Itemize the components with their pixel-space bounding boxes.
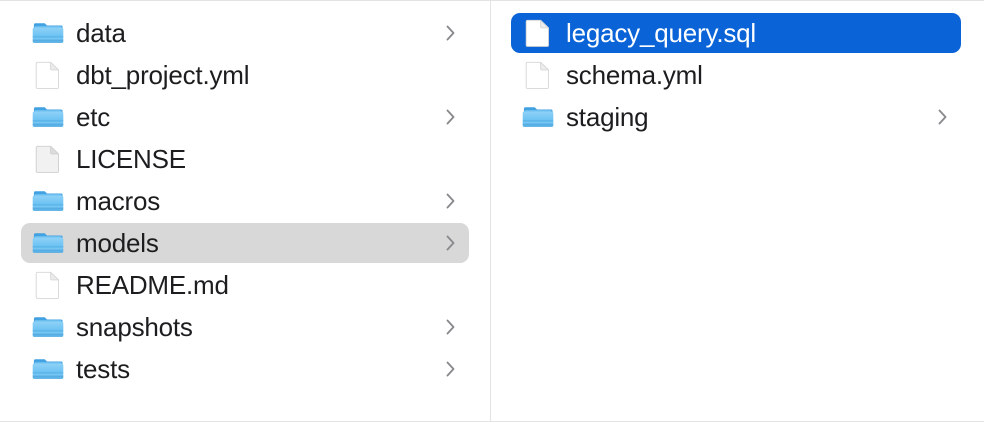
file-name-label: LICENSE [76, 144, 186, 174]
chevron-right-icon [445, 107, 457, 127]
folder-name-label: staging [566, 102, 649, 132]
folder-icon [32, 354, 64, 384]
file-row[interactable]: README.md [21, 265, 469, 305]
folder-icon [522, 102, 554, 132]
finder-column-parent[interactable]: data dbt_project.yml etc LICENS [0, 1, 491, 421]
chevron-right-icon-glyph [446, 25, 455, 41]
file-row[interactable]: dbt_project.yml [21, 55, 469, 95]
folder-icon-glyph [32, 317, 64, 337]
folder-name-label: macros [76, 186, 161, 216]
folder-icon-glyph [32, 107, 64, 127]
document-gray-icon [32, 144, 64, 174]
chevron-right-icon-glyph [446, 319, 455, 335]
folder-icon-glyph [32, 23, 64, 43]
folder-row[interactable]: staging [511, 97, 961, 137]
folder-icon [32, 312, 64, 342]
chevron-right-icon-glyph [446, 193, 455, 209]
folder-icon-glyph [32, 359, 64, 379]
folder-row[interactable]: models [21, 223, 469, 263]
document-icon [522, 60, 554, 90]
folder-icon [32, 228, 64, 258]
file-name-label: schema.yml [566, 60, 703, 90]
document-icon-glyph [35, 145, 59, 173]
chevron-right-icon-glyph [938, 109, 947, 125]
document-icon-glyph [525, 19, 549, 47]
folder-row[interactable]: etc [21, 97, 469, 137]
chevron-right-icon [445, 191, 457, 211]
file-row[interactable]: LICENSE [21, 139, 469, 179]
folder-row[interactable]: macros [21, 181, 469, 221]
folder-icon [32, 102, 64, 132]
folder-row[interactable]: tests [21, 349, 469, 389]
folder-name-label: etc [76, 102, 111, 132]
document-icon [32, 60, 64, 90]
folder-icon-glyph [522, 107, 554, 127]
document-icon [522, 18, 554, 48]
chevron-right-icon [445, 23, 457, 43]
chevron-right-icon [445, 233, 457, 253]
chevron-right-icon-glyph [446, 109, 455, 125]
chevron-right-icon [445, 359, 457, 379]
document-icon-glyph [525, 61, 549, 89]
chevron-right-icon-glyph [446, 361, 455, 377]
folder-icon-glyph [32, 191, 64, 211]
file-name-label: dbt_project.yml [76, 60, 250, 90]
folder-name-label: tests [76, 354, 130, 384]
document-icon [32, 270, 64, 300]
file-row[interactable]: schema.yml [511, 55, 961, 95]
folder-icon [32, 18, 64, 48]
file-row[interactable]: legacy_query.sql [511, 13, 961, 53]
folder-row[interactable]: snapshots [21, 307, 469, 347]
file-name-label: README.md [76, 270, 229, 300]
document-icon-glyph [35, 271, 59, 299]
folder-icon-glyph [32, 233, 64, 253]
folder-name-label: snapshots [76, 312, 193, 342]
file-name-label: legacy_query.sql [566, 18, 756, 48]
folder-name-label: data [76, 18, 126, 48]
folder-icon [32, 186, 64, 216]
finder-column-models[interactable]: legacy_query.sql schema.yml staging [491, 1, 984, 421]
folder-row[interactable]: data [21, 13, 469, 53]
folder-name-label: models [76, 228, 159, 258]
chevron-right-icon [937, 107, 949, 127]
chevron-right-icon-glyph [446, 235, 455, 251]
chevron-right-icon [445, 317, 457, 337]
document-icon-glyph [35, 61, 59, 89]
